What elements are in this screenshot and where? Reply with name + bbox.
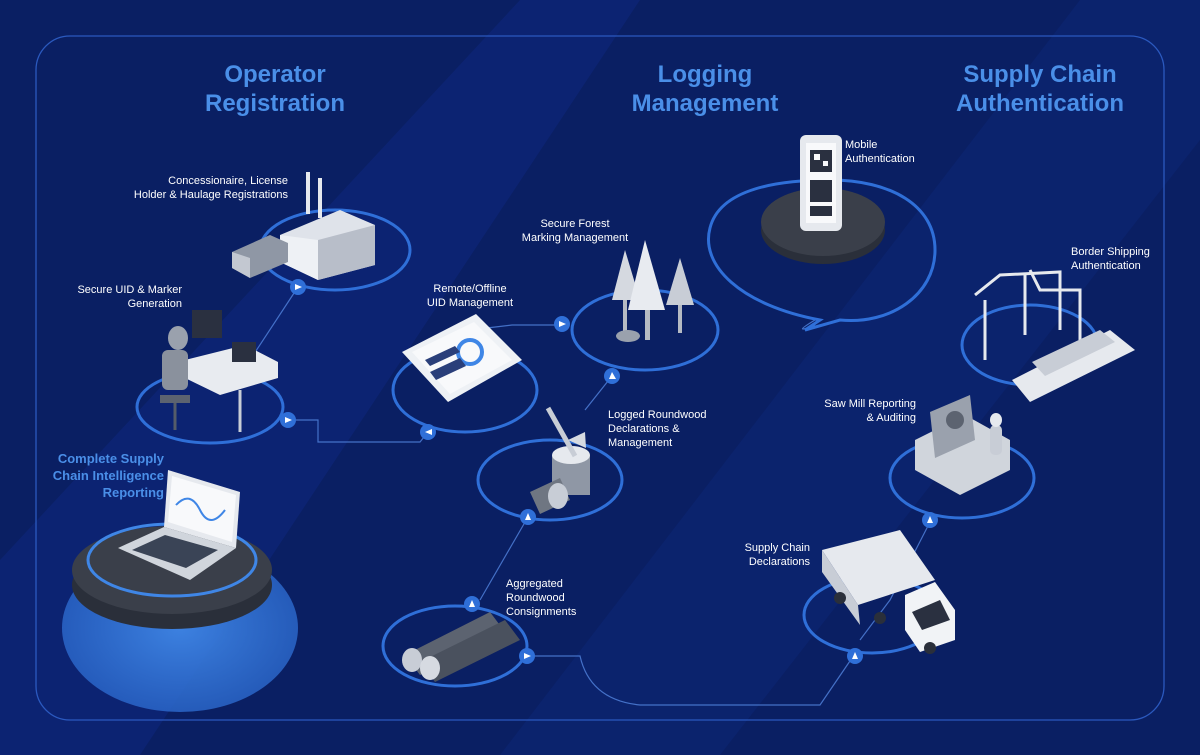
label-aggregated: Aggregated Roundwood Consignments bbox=[506, 578, 577, 618]
laptop-report-icon bbox=[118, 470, 240, 580]
label-supply-chain-declarations: Supply Chain Declarations bbox=[744, 542, 810, 568]
log-truck-icon bbox=[822, 530, 955, 654]
mobile-qr-icon bbox=[800, 135, 842, 231]
label-mobile-authentication: Mobile Authentication bbox=[845, 139, 915, 165]
label-complete-supply-chain: Complete Supply Chain Intelligence Repor… bbox=[52, 451, 164, 500]
label-concessionaire: Concessionaire, License Holder & Haulage… bbox=[133, 175, 288, 201]
label-secure-uid: Secure UID & Marker Generation bbox=[77, 284, 182, 310]
factory-truck-icon bbox=[232, 172, 375, 280]
arrow-glyphs bbox=[285, 284, 933, 659]
outer-frame bbox=[35, 35, 1165, 721]
port-cranes-ship-icon bbox=[974, 269, 1135, 402]
log-pile-icon bbox=[402, 612, 520, 682]
forest-trees-icon bbox=[612, 240, 694, 342]
tablet-dashboard-icon bbox=[402, 314, 522, 402]
label-border-shipping: Border Shipping Authentication bbox=[1071, 246, 1150, 272]
workstation-icon bbox=[160, 310, 278, 432]
section-title-operator-registration: Operator Registration bbox=[204, 61, 345, 117]
diagonal-band-right bbox=[500, 0, 1200, 755]
label-saw-mill: Saw Mill Reporting & Auditing bbox=[824, 398, 916, 424]
saw-mill-icon bbox=[915, 395, 1010, 495]
stump-axe-icon bbox=[530, 406, 590, 514]
label-remote-offline: Remote/Offline UID Management bbox=[426, 283, 514, 309]
label-logged-roundwood: Logged Roundwood Declarations & Manageme… bbox=[608, 409, 707, 449]
section-title-supply-chain-authentication: Supply Chain Authentication bbox=[956, 61, 1124, 117]
section-title-logging-management: Logging Management bbox=[631, 61, 779, 117]
label-secure-forest: Secure Forest Marking Management bbox=[521, 218, 629, 244]
